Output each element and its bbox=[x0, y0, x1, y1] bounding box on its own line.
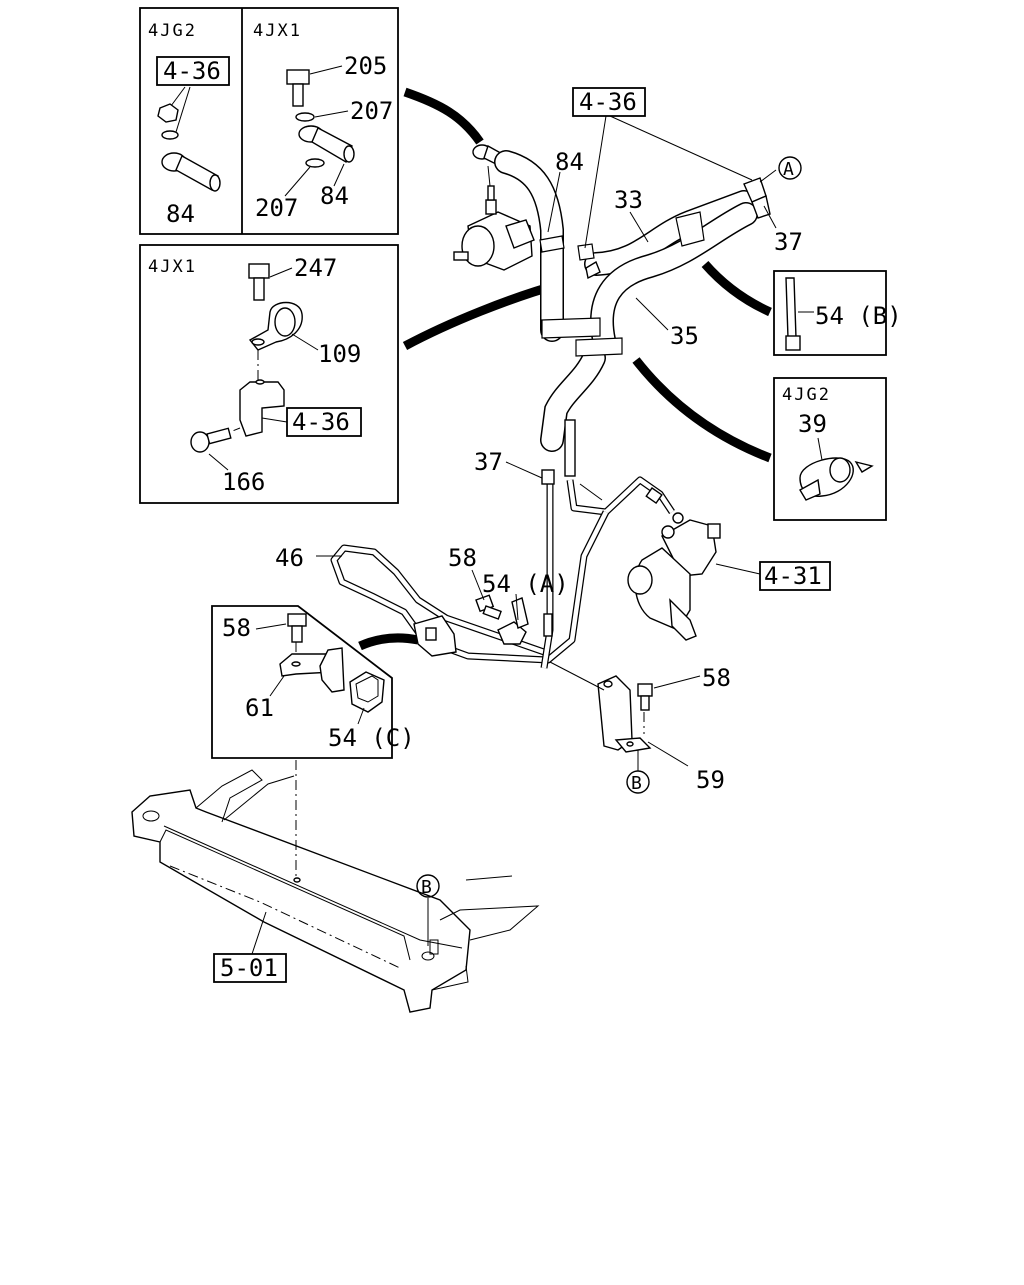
ref-label: 4-36 bbox=[292, 408, 350, 436]
part-label: 61 bbox=[245, 694, 274, 722]
washer-icon bbox=[305, 158, 325, 168]
inset-lower-left: 58 61 54 (C) bbox=[211, 605, 415, 759]
hose-fitting-icon bbox=[541, 469, 663, 637]
part-label: 35 bbox=[670, 322, 699, 350]
part-label: 84 bbox=[555, 148, 584, 176]
marker-a: A bbox=[778, 156, 802, 180]
clip-icon bbox=[349, 671, 385, 713]
clamp-icon bbox=[248, 301, 303, 351]
ref-box bbox=[156, 56, 230, 86]
part-label: 207 bbox=[255, 194, 298, 222]
part-label: 59 bbox=[696, 766, 725, 794]
inset-mid-left: 4JX1 247 109 4-36 166 bbox=[139, 244, 399, 504]
part-label: 207 bbox=[350, 97, 393, 125]
bolt-icon bbox=[475, 594, 502, 620]
inset-right-tie: 54 (B) bbox=[773, 270, 902, 356]
variant-tag: 4JG2 bbox=[148, 21, 197, 41]
part-label: 54 (B) bbox=[815, 302, 902, 330]
part-label: 54 (A) bbox=[482, 570, 569, 598]
part-label: 166 bbox=[222, 468, 265, 496]
washer-icon bbox=[161, 130, 179, 140]
part-label: 39 bbox=[798, 410, 827, 438]
pipe-clamp-icon bbox=[413, 615, 457, 657]
part-label: 58 bbox=[222, 614, 251, 642]
part-label: 37 bbox=[474, 448, 503, 476]
inset-top-left: 4JG2 4-36 84 4JX1 205 207 207 bbox=[139, 7, 399, 235]
bracket-icon bbox=[597, 675, 652, 753]
bracket-icon bbox=[239, 379, 285, 437]
inset-mid-left-frame bbox=[139, 244, 399, 504]
part-label: 109 bbox=[318, 340, 361, 368]
part-label: 58 bbox=[702, 664, 731, 692]
variant-tag: 4JG2 bbox=[782, 385, 831, 405]
hose-fitting-icon bbox=[298, 125, 355, 164]
nut-icon bbox=[157, 103, 179, 123]
marker-b: B bbox=[626, 770, 650, 794]
part-label: 37 bbox=[774, 228, 803, 256]
part-label: 46 bbox=[275, 544, 304, 572]
marker-b: B bbox=[416, 874, 440, 898]
clip-icon bbox=[497, 597, 529, 645]
bolt-icon bbox=[248, 263, 270, 301]
bolt-icon bbox=[287, 613, 307, 643]
inset-right-clamp: 4JG2 39 bbox=[773, 377, 887, 521]
hose-fitting-icon bbox=[161, 152, 221, 192]
frame-crossmember: B 5-01 bbox=[131, 760, 540, 1013]
oil-pump-icon bbox=[453, 185, 535, 271]
part-label: 58 bbox=[448, 544, 477, 572]
svg-text:B: B bbox=[421, 877, 432, 898]
leader-arcs bbox=[358, 87, 772, 651]
inset-right-tie-frame bbox=[773, 270, 887, 356]
ref-box bbox=[572, 87, 646, 117]
part-label: 247 bbox=[294, 254, 337, 282]
steering-gear-icon bbox=[627, 512, 721, 641]
pipe-fitting bbox=[564, 419, 576, 477]
ref-label: 4-31 bbox=[764, 562, 822, 590]
bracket-icon bbox=[279, 647, 345, 693]
ref-box bbox=[213, 953, 287, 983]
inset-lower-left-frame bbox=[211, 605, 393, 759]
hose-clamp-icon bbox=[799, 457, 874, 501]
part-label: 205 bbox=[344, 52, 387, 80]
washer-icon bbox=[295, 112, 315, 122]
part-label: 54 (C) bbox=[328, 724, 415, 752]
part-label: 84 bbox=[320, 182, 349, 210]
svg-text:B: B bbox=[631, 773, 642, 794]
variant-tag: 4JX1 bbox=[148, 257, 197, 277]
cable-tie-icon bbox=[785, 277, 801, 351]
ref-label: 4-36 bbox=[163, 57, 221, 85]
svg-text:A: A bbox=[783, 159, 794, 180]
hose-clamp-icon bbox=[539, 211, 705, 357]
main-assembly: 4-36 84 33 37 35 37 46 58 54 (A) 58 59 4… bbox=[275, 87, 831, 794]
part-label: 33 bbox=[614, 186, 643, 214]
part-label: 84 bbox=[166, 200, 195, 228]
banjo-bolt-icon bbox=[286, 69, 310, 107]
hose-band-clamp-icon bbox=[743, 177, 771, 219]
ref-label: 5-01 bbox=[220, 954, 278, 982]
bolt-icon bbox=[637, 683, 653, 711]
inset-right-clamp-frame bbox=[773, 377, 887, 521]
ref-box bbox=[759, 561, 831, 591]
variant-tag: 4JX1 bbox=[253, 21, 302, 41]
bolt-icon bbox=[190, 427, 232, 453]
inset-top-left-frame bbox=[139, 7, 399, 235]
ref-label: 4-36 bbox=[579, 88, 637, 116]
